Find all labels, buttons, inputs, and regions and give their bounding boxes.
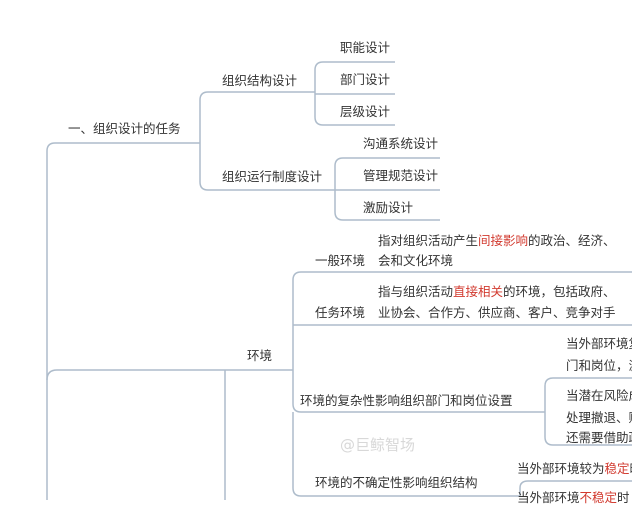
node-communication-design[interactable]: 沟通系统设计 [363,136,439,151]
node-org-design-tasks[interactable]: 一、组织设计的任务 [68,121,181,136]
watermark: @巨鲸智场 [340,436,416,454]
uncertainty-unstable: 当外部环境不稳定时 [517,490,630,505]
general-env-desc: 指对组织活动产生间接影响的政治、经济、 [378,233,616,248]
complexity-note2: 当潜在风险成 [566,388,632,403]
task-env-desc-line2: 业协会、合作方、供应商、客户、竞争对手 [378,305,616,320]
node-org-structure-design[interactable]: 组织结构设计 [222,73,298,88]
node-norms-design[interactable]: 管理规范设计 [363,168,439,183]
node-incentive-design[interactable]: 激励设计 [363,200,414,215]
uncertainty-stable: 当外部环境较为稳定时 [517,461,632,476]
node-general-env[interactable]: 一般环境 [315,253,366,268]
task-env-desc: 指与组织活动直接相关的环境，包括政府、 [378,284,616,299]
node-level-design[interactable]: 层级设计 [340,104,391,119]
node-complexity[interactable]: 环境的复杂性影响组织部门和岗位设置 [300,393,513,408]
node-uncertainty[interactable]: 环境的不确定性影响组织结构 [315,475,478,490]
node-environment[interactable]: 环境 [247,348,273,363]
node-operation-system-design[interactable]: 组织运行制度设计 [222,169,323,184]
node-department-design[interactable]: 部门设计 [340,72,391,87]
complexity-note1-line2: 门和岗位，滤 [566,358,632,373]
complexity-note1: 当外部环境复 [566,336,632,351]
general-env-desc-line2: 会和文化环境 [378,253,454,268]
complexity-note2-line2: 处理撤退、账 [566,410,632,425]
node-task-env[interactable]: 任务环境 [315,305,366,320]
node-function-design[interactable]: 职能设计 [340,40,391,55]
complexity-note2-line3: 还需要借助政 [566,430,632,445]
